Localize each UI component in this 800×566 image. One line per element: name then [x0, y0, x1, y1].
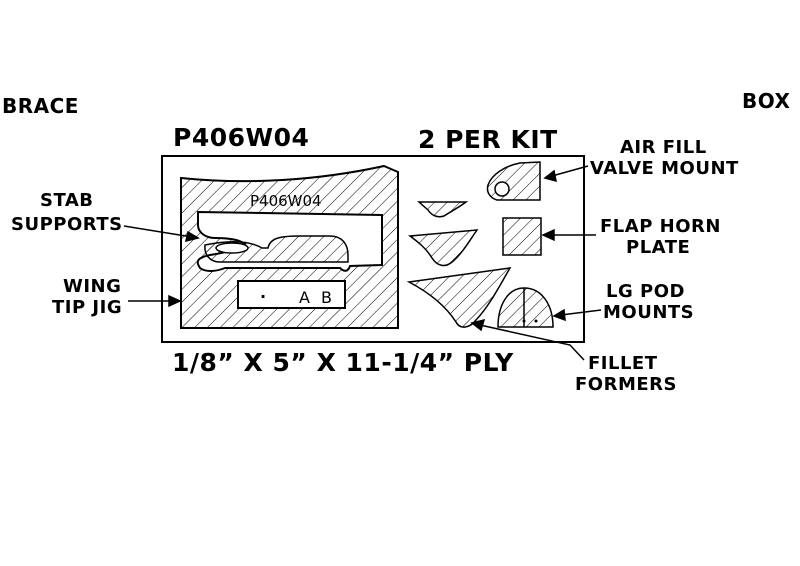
lg-pod-leader [560, 309, 602, 316]
valve-hole [494, 181, 510, 197]
lg-pod-dot-left [522, 319, 526, 323]
air-fill-valve-mount-part [486, 161, 541, 201]
air-fill-arrow [543, 169, 557, 183]
fillet-formers-label-line1: FILLET [588, 353, 658, 374]
lg-pod-dot-right [534, 319, 538, 323]
flap-horn-plate-part [502, 217, 542, 256]
stab-supports-label-line2: SUPPORTS [11, 214, 123, 235]
fillet-former-large [406, 267, 512, 328]
stab-supports-leader [123, 225, 193, 238]
fillet-former-medium [407, 229, 479, 267]
engraved-part-number: P406W04 [250, 192, 322, 210]
sheet-outline [161, 155, 585, 343]
part-number-title: P406W04 [173, 123, 309, 152]
flap-horn-arrow [541, 228, 555, 242]
fillet-formers-leader [479, 324, 585, 361]
engraved-mark-a: A [299, 288, 310, 307]
air-fill-leader [551, 165, 589, 177]
wing-tip-jig-arrow [168, 294, 182, 308]
lg-pod-mount-part [497, 287, 554, 328]
fillet-formers-arrow [470, 318, 486, 332]
stab-support-part [204, 235, 349, 263]
stab-supports-label-line1: STAB [40, 190, 94, 211]
lg-pod-arrow [552, 308, 566, 322]
wing-tip-jig-label-line1: WING [63, 276, 121, 297]
engraved-mark-b: B [321, 288, 332, 307]
fillet-formers-label-line2: FORMERS [575, 374, 677, 395]
cropped-label-right: BOX [742, 89, 791, 113]
fillet-former-small [417, 201, 469, 218]
air-fill-label-line2: VALVE MOUNT [590, 158, 739, 179]
flap-horn-label-line2: PLATE [626, 237, 690, 258]
engraved-dot: · [260, 287, 266, 306]
material-spec: 1/8” X 5” X 11-1/4” PLY [172, 348, 514, 377]
flap-horn-label-line1: FLAP HORN [600, 216, 721, 237]
quantity-title: 2 PER KIT [418, 125, 558, 154]
lg-pod-label-line1: LG POD [606, 281, 685, 302]
lg-pod-label-line2: MOUNTS [603, 302, 694, 323]
wing-tip-jig-label-line2: TIP JIG [52, 297, 122, 318]
stab-support-slot [215, 242, 249, 254]
stab-supports-arrow [185, 230, 200, 243]
air-fill-label-line1: AIR FILL [620, 137, 707, 158]
cropped-label-left: BRACE [2, 94, 79, 118]
